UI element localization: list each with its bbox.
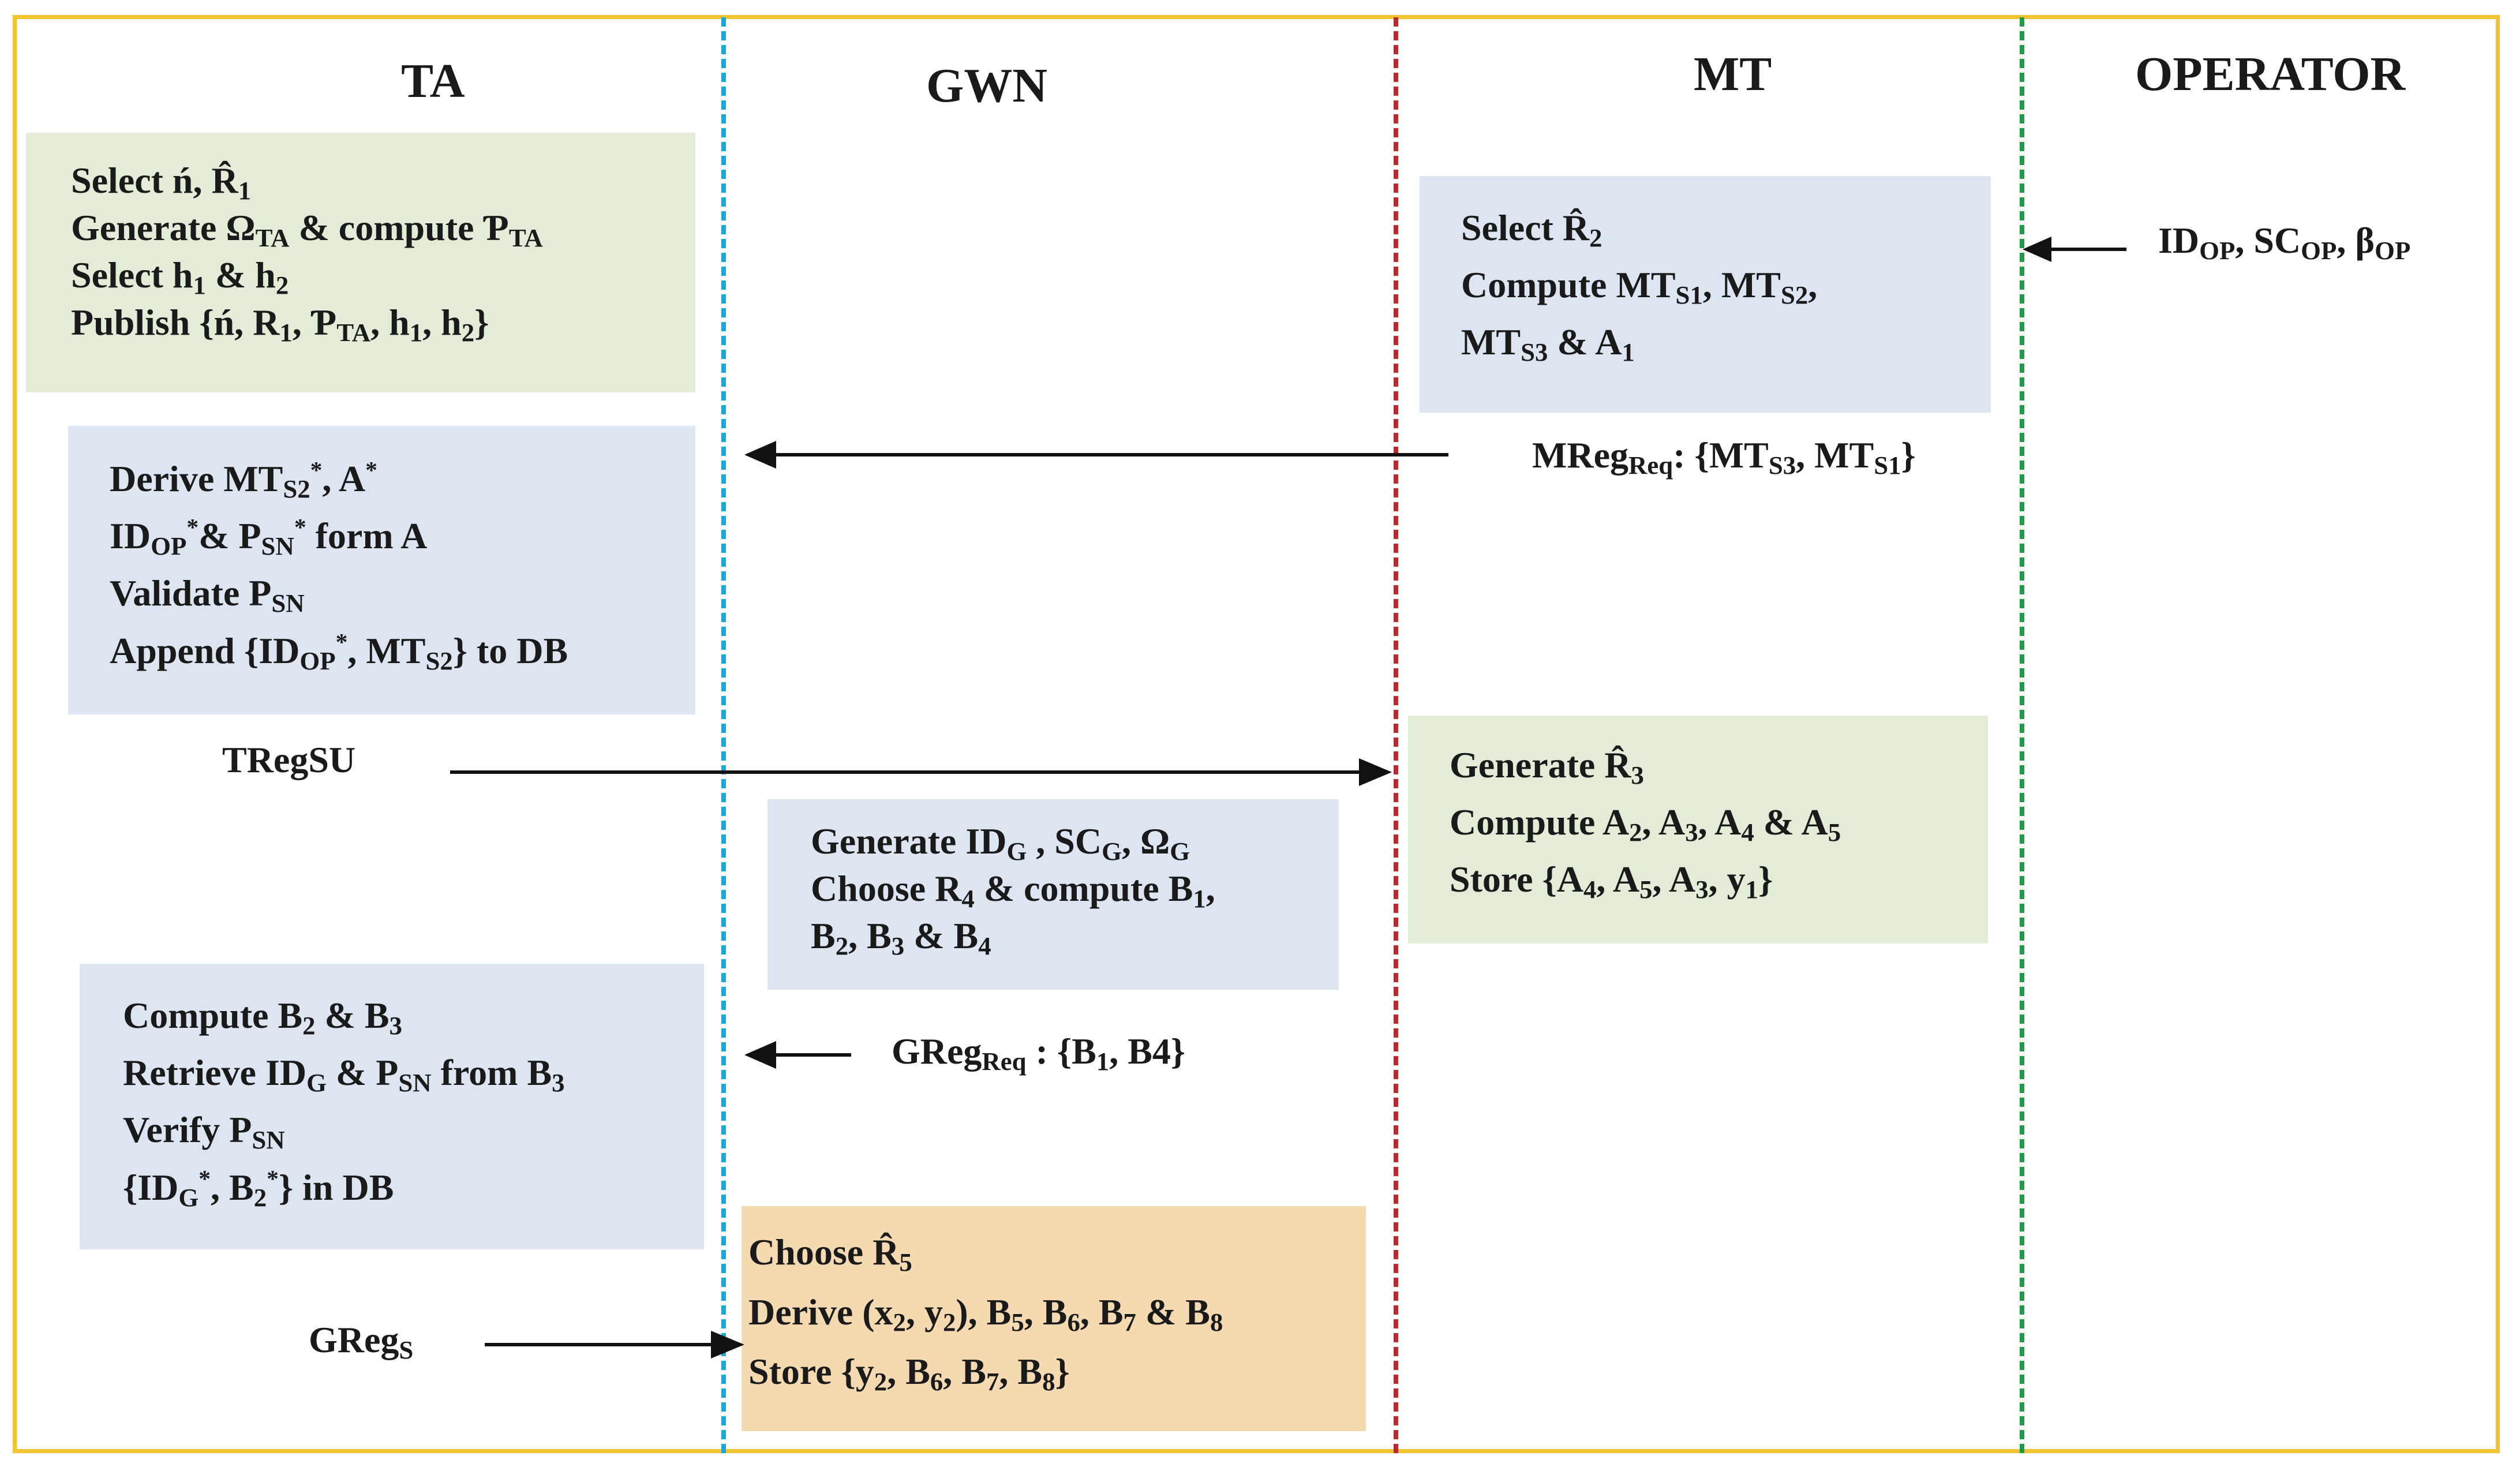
operator-input-label: IDOP, SCOP, βOP <box>2158 220 2411 265</box>
greg-request-label: GRegReq : {B1, B4} <box>892 1031 1186 1076</box>
ta-compute-line-3: Verify PSN <box>123 1109 285 1155</box>
ta-derive-line-1: Derive MTS2*, A* <box>110 456 377 504</box>
gwn-final-box: Choose R̂5 Derive (x2, y2), B5, B6, B7 &… <box>742 1206 1366 1431</box>
greg-request-arrow <box>744 1041 851 1069</box>
mt-generate-line-1: Generate R̂3 <box>1450 744 1644 790</box>
mt-setup-line-2: Compute MTS1, MTS2, <box>1461 264 1818 310</box>
diagram-frame <box>13 15 2500 1453</box>
operator-to-mt-arrow <box>2023 237 2126 262</box>
ta-compute-box: Compute B2 & B3 Retrieve IDG & PSN from … <box>80 964 704 1249</box>
mt-generate-line-2: Compute A2, A3, A4 & A5 <box>1450 802 1841 847</box>
ta-setup-line-3: Select h1 & h2 <box>71 254 289 300</box>
ta-derive-box: Derive MTS2*, A* IDOP*& PSN* form A Vali… <box>68 426 695 714</box>
ta-setup-line-4: Publish {ń, R1, ƤTA, h1, h2} <box>71 301 489 347</box>
header-mt: MT <box>1694 47 1772 101</box>
mt-setup-line-1: Select R̂2 <box>1461 207 1602 253</box>
mt-generate-line-3: Store {A4, A5, A3, y1} <box>1450 859 1773 904</box>
header-gwn: GWN <box>926 59 1047 113</box>
mt-setup-line-3: MTS3 & A1 <box>1461 321 1635 367</box>
gwn-final-line-2: Derive (x2, y2), B5, B6, B7 & B8 <box>748 1291 1223 1337</box>
treg-su-arrow <box>450 758 1392 786</box>
ta-derive-line-3: Validate PSN <box>110 572 305 618</box>
ta-compute-line-2: Retrieve IDG & PSN from B3 <box>123 1052 565 1098</box>
ta-setup-line-2: Generate ΩTA & compute ƤTA <box>71 207 543 253</box>
gwn-generate-line-1: Generate IDG , SCG, ΩG <box>811 821 1190 866</box>
mt-setup-box: Select R̂2 Compute MTS1, MTS2, MTS3 & A1 <box>1420 176 1991 413</box>
ta-compute-line-4: {IDG*, B2*} in DB <box>123 1165 394 1212</box>
gwn-generate-line-2: Choose R4 & compute B1, <box>811 867 1215 914</box>
header-operator: OPERATOR <box>2135 47 2406 101</box>
lane-divider-mt <box>1394 17 1398 1453</box>
ta-setup-box: Select ń, R̂1 Generate ΩTA & compute ƤTA… <box>26 133 695 392</box>
gwn-final-line-1: Choose R̂5 <box>748 1232 912 1277</box>
mt-generate-box: Generate R̂3 Compute A2, A3, A4 & A5 Sto… <box>1408 716 1988 944</box>
ta-setup-line-1: Select ń, R̂1 <box>71 160 252 205</box>
ta-derive-line-2: IDOP*& PSN* form A <box>110 514 428 561</box>
greg-s-label: GRegS <box>309 1319 414 1365</box>
gwn-generate-line-3: B2, B3 & B4 <box>811 915 991 960</box>
treg-su-label: TRegSU <box>222 739 356 780</box>
header-ta: TA <box>401 54 465 108</box>
mreg-request-arrow <box>744 441 1448 469</box>
gwn-generate-box: Generate IDG , SCG, ΩG Choose R4 & compu… <box>767 799 1339 990</box>
ta-compute-line-1: Compute B2 & B3 <box>123 995 402 1040</box>
greg-s-arrow <box>485 1331 744 1358</box>
ta-derive-line-4: Append {IDOP*, MTS2} to DB <box>110 628 568 675</box>
lane-divider-operator <box>2020 17 2024 1453</box>
mreg-request-label: MRegReq: {MTS3, MTS1} <box>1532 435 1916 480</box>
gwn-final-line-3: Store {y2, B6, B7, B8} <box>748 1351 1070 1397</box>
lane-divider-gwn <box>721 17 726 1453</box>
